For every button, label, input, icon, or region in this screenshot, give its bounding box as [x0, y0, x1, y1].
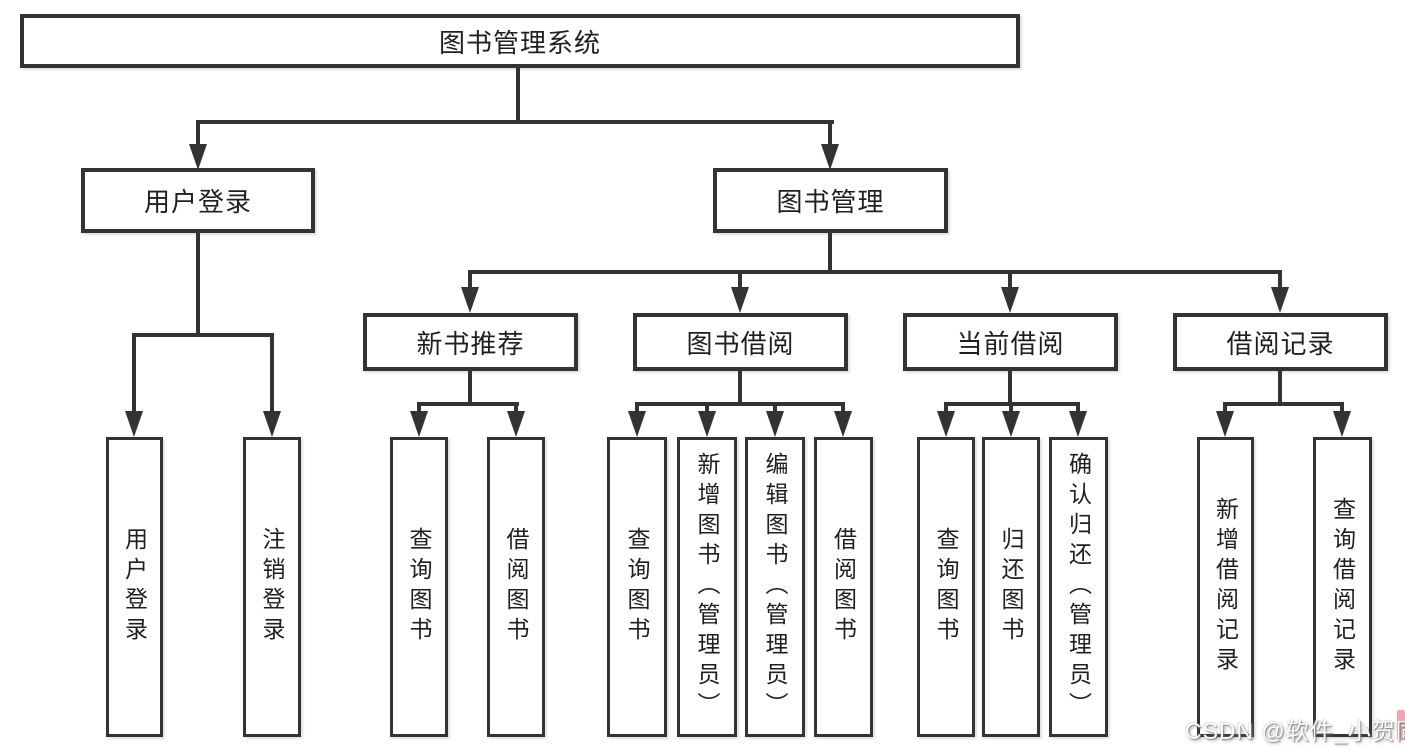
leaf-query-books-current: 查询图书	[917, 437, 975, 737]
connector-stem	[828, 120, 832, 148]
arrow-down	[125, 411, 143, 437]
node-user-login: 用户登录	[81, 168, 315, 233]
connector-stem	[1009, 402, 1013, 414]
connector-stem	[1076, 402, 1080, 414]
connector-stem	[773, 402, 777, 414]
node-label: 新增借阅记录	[1212, 497, 1239, 677]
connector-stem	[738, 270, 742, 292]
connector-stub	[1008, 371, 1012, 404]
arrow-down	[698, 411, 716, 437]
leaf-return-books: 归还图书	[982, 437, 1040, 737]
node-label: 借阅图书	[503, 527, 529, 647]
leaf-confirm-return-admin: 确认归还（管理员）	[1049, 437, 1108, 737]
connector-stem	[1008, 270, 1012, 292]
connector-stem	[1223, 402, 1227, 414]
connector-userlogin-horizontal	[132, 333, 274, 337]
node-label: 用户登录	[121, 527, 148, 647]
arrow-down	[1001, 287, 1019, 313]
connector-bookmgmt-horizontal	[468, 270, 1282, 274]
arrow-down	[1002, 411, 1020, 437]
connector-userlogin-stub	[196, 233, 200, 335]
arrow-down	[628, 411, 646, 437]
leaf-query-books-recommend: 查询图书	[390, 437, 448, 737]
node-label: 借阅图书	[830, 527, 857, 647]
connector-horizontal	[1223, 402, 1344, 406]
node-book-borrowing: 图书借阅	[633, 313, 848, 371]
connector-stem	[514, 402, 518, 414]
connector-stem	[635, 402, 639, 414]
node-current-borrowing: 当前借阅	[903, 313, 1118, 371]
node-label: 确认归还（管理员）	[1065, 452, 1092, 722]
connector-stem	[132, 333, 136, 413]
connector-stem	[270, 333, 274, 413]
connector-stem	[196, 120, 200, 148]
connector-root-stub	[516, 68, 520, 124]
arrow-down	[731, 287, 749, 313]
leaf-query-borrow-record: 查询借阅记录	[1313, 437, 1372, 737]
connector-horizontal	[417, 402, 519, 406]
arrow-down	[937, 411, 955, 437]
arrow-down	[263, 411, 281, 437]
node-label: 新增图书（管理员）	[694, 452, 720, 722]
leaf-borrow-books: 借阅图书	[814, 437, 873, 737]
arrow-down	[821, 144, 839, 170]
arrow-down	[1333, 411, 1351, 437]
node-label: 新书推荐	[416, 328, 525, 359]
node-label: 图书借阅	[686, 328, 795, 359]
connector-stem	[841, 402, 845, 414]
node-label: 借阅记录	[1226, 328, 1335, 359]
node-label: 图书管理	[776, 187, 885, 217]
arrow-down	[189, 144, 207, 170]
leaf-logout-login: 注销登录	[243, 437, 301, 737]
node-label: 图书管理系统	[438, 27, 601, 58]
connector-stem	[705, 402, 709, 414]
connector-stub	[1278, 371, 1282, 404]
arrow-down	[1271, 287, 1289, 313]
node-label: 查询借阅记录	[1329, 497, 1356, 677]
node-label: 查询图书	[933, 527, 959, 647]
node-library-management-system: 图书管理系统	[20, 14, 1020, 68]
connector-stem	[944, 402, 948, 414]
arrow-down	[461, 287, 479, 313]
node-borrowing-records: 借阅记录	[1173, 313, 1388, 371]
connector-stub	[468, 371, 472, 404]
connector-stub	[738, 371, 742, 404]
node-label: 注销登录	[259, 527, 285, 647]
node-new-book-recommendation: 新书推荐	[363, 313, 578, 371]
leaf-add-books-admin: 新增图书（管理员）	[677, 437, 737, 737]
arrow-down	[410, 411, 428, 437]
node-label: 查询图书	[406, 527, 432, 647]
arrow-down	[766, 411, 784, 437]
arrow-down	[1216, 411, 1234, 437]
node-label: 当前借阅	[956, 328, 1065, 359]
leaf-borrow-books-recommend: 借阅图书	[487, 437, 545, 737]
connector-stem	[1278, 270, 1282, 292]
watermark-text: CSDN @软件_小贺同学	[1185, 718, 1405, 744]
leaf-query-books-borrow: 查询图书	[607, 437, 667, 737]
arrow-down	[1069, 411, 1087, 437]
node-label: 用户登录	[143, 187, 252, 217]
arrow-down	[507, 411, 525, 437]
leaf-user-login: 用户登录	[106, 437, 163, 737]
leaf-add-borrow-record: 新增借阅记录	[1197, 437, 1254, 737]
node-label: 编辑图书（管理员）	[762, 452, 788, 722]
connector-stem	[1340, 402, 1344, 414]
arrow-down	[834, 411, 852, 437]
connector-stem	[417, 402, 421, 414]
connector-bookmgmt-stub	[828, 233, 832, 274]
node-book-management: 图书管理	[713, 168, 948, 233]
connector-stem	[468, 270, 472, 292]
connector-horizontal	[635, 402, 845, 406]
watermark-pink-fragment	[1397, 710, 1405, 740]
node-label: 查询图书	[624, 527, 650, 647]
connector-root-horizontal	[196, 120, 834, 124]
node-label: 归还图书	[998, 527, 1024, 647]
leaf-edit-books-admin: 编辑图书（管理员）	[745, 437, 805, 737]
